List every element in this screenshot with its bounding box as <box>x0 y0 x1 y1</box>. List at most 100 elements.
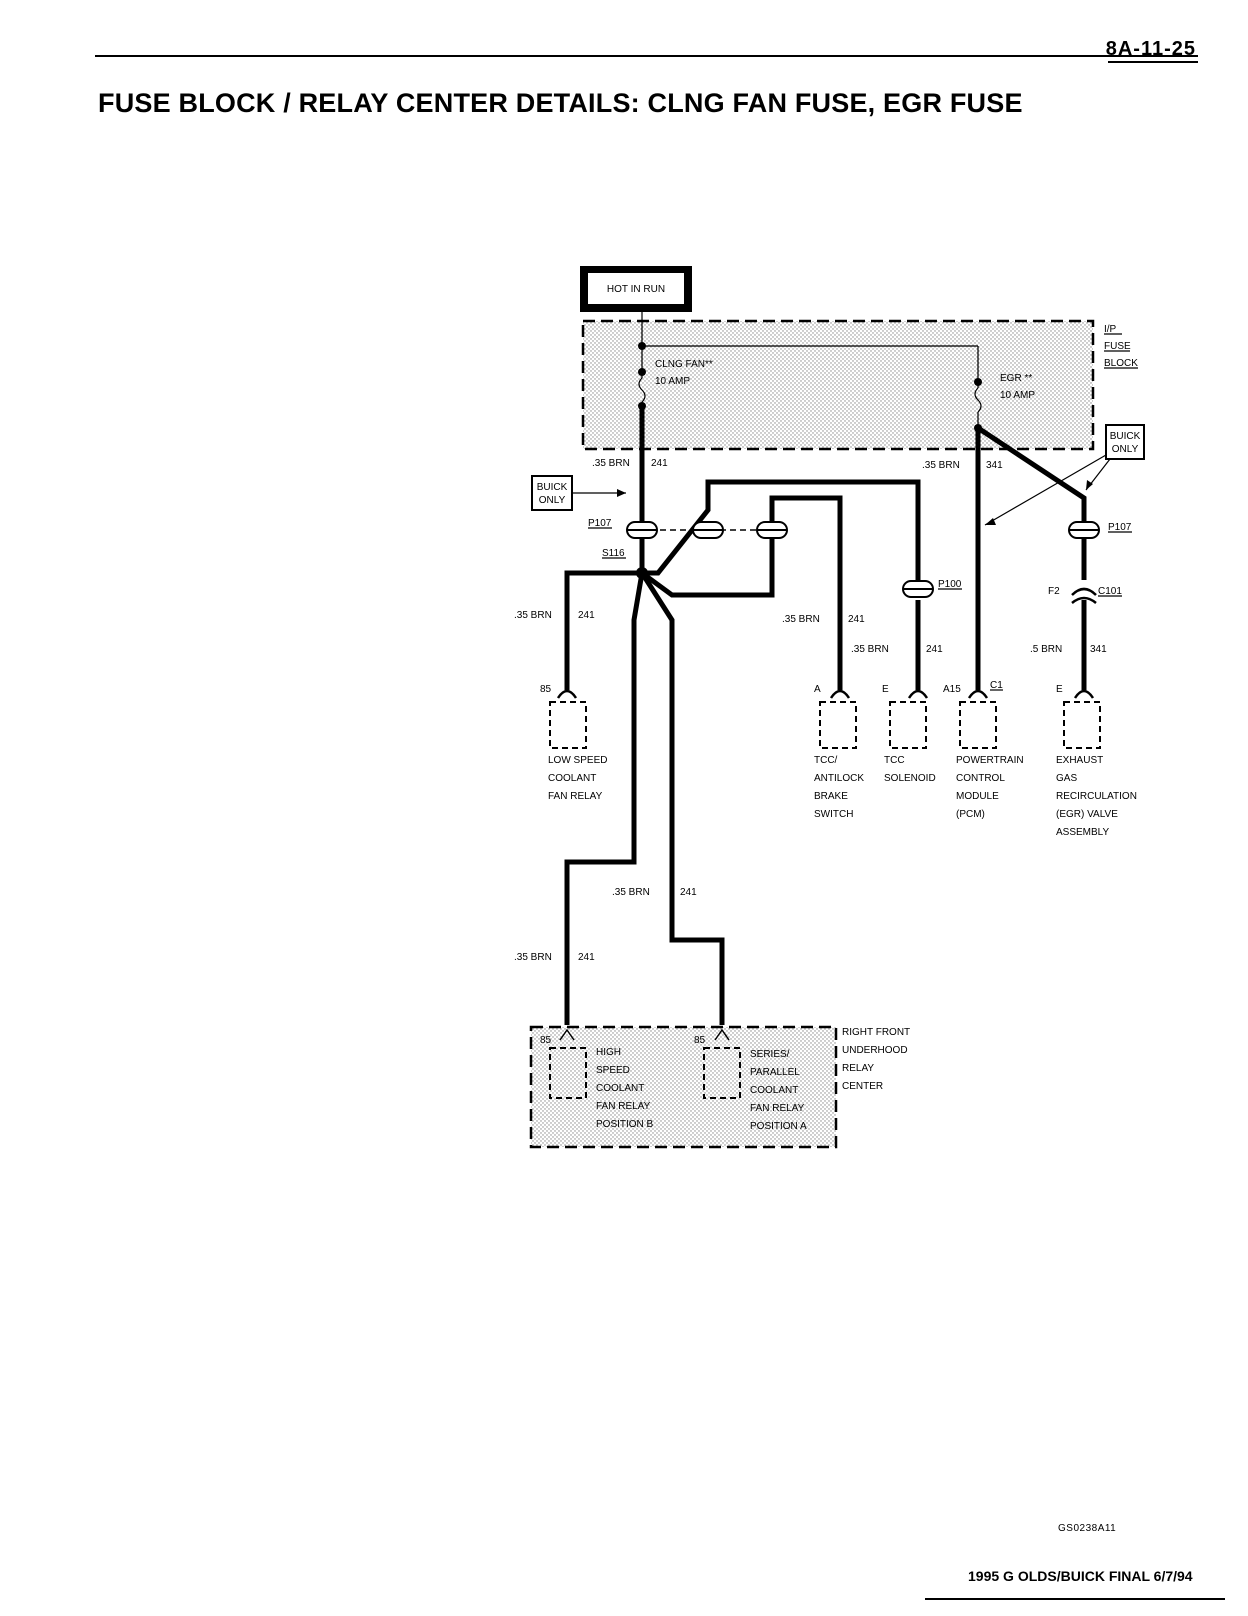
svg-text:.35 BRN: .35 BRN <box>514 952 552 963</box>
svg-text:241: 241 <box>578 952 595 963</box>
fuse-block-label-1: I/P <box>1104 324 1117 335</box>
svg-text:HIGH: HIGH <box>596 1047 621 1058</box>
svg-text:CONTROL: CONTROL <box>956 773 1005 784</box>
svg-text:C101: C101 <box>1098 586 1122 597</box>
hot-in-run-label: HOT IN RUN <box>607 284 665 295</box>
component-low-speed: 85 LOW SPEED COOLANT FAN RELAY <box>540 684 607 802</box>
svg-text:POSITION B: POSITION B <box>596 1119 654 1130</box>
svg-text:.5 BRN: .5 BRN <box>1030 644 1062 655</box>
svg-text:BRAKE: BRAKE <box>814 791 848 802</box>
connector-p107: P107 <box>588 518 788 539</box>
clng-fan-fuse-icon <box>638 377 646 403</box>
svg-text:COOLANT: COOLANT <box>548 773 596 784</box>
splice-s116: S116 <box>602 548 648 579</box>
svg-text:.35 BRN: .35 BRN <box>922 460 960 471</box>
top-rule <box>95 55 1198 57</box>
clng-fan-fuse-rating: 10 AMP <box>655 376 690 387</box>
svg-text:.35 BRN: .35 BRN <box>851 644 889 655</box>
svg-text:POSITION A: POSITION A <box>750 1121 807 1132</box>
svg-text:E: E <box>882 684 889 695</box>
svg-text:COOLANT: COOLANT <box>750 1085 798 1096</box>
svg-text:GAS: GAS <box>1056 773 1077 784</box>
connector-c101: C101 F2 <box>1048 586 1122 604</box>
svg-text:F2: F2 <box>1048 586 1060 597</box>
svg-text:BUICK: BUICK <box>1110 431 1141 442</box>
page-title: FUSE BLOCK / RELAY CENTER DETAILS: CLNG … <box>98 88 1023 118</box>
page-number: 8A-11-25 <box>1105 38 1196 60</box>
svg-text:A: A <box>814 684 821 695</box>
svg-text:MODULE: MODULE <box>956 791 999 802</box>
egr-fuse-rating: 10 AMP <box>1000 390 1035 401</box>
svg-text:241: 241 <box>651 458 668 469</box>
svg-text:241: 241 <box>578 610 595 621</box>
svg-text:EXHAUST: EXHAUST <box>1056 755 1103 766</box>
connector-p100: P100 <box>902 579 962 598</box>
svg-text:CENTER: CENTER <box>842 1081 883 1092</box>
egr-fuse-name: EGR ** <box>1000 373 1032 384</box>
svg-text:85: 85 <box>694 1035 706 1046</box>
svg-text:SERIES/: SERIES/ <box>750 1049 790 1060</box>
svg-text:.35 BRN: .35 BRN <box>592 458 630 469</box>
svg-text:85: 85 <box>540 1035 552 1046</box>
figure-code: GS0238A11 <box>1058 1523 1117 1534</box>
hot-in-run-box: HOT IN RUN <box>580 266 692 312</box>
svg-text:ASSEMBLY: ASSEMBLY <box>1056 827 1109 838</box>
svg-text:ONLY: ONLY <box>1112 444 1139 455</box>
fuse-block: I/P FUSE BLOCK CLNG FAN** 10 AMP EGR ** … <box>581 312 1138 451</box>
svg-text:A15: A15 <box>943 684 961 695</box>
svg-text:BUICK: BUICK <box>537 482 568 493</box>
svg-text:TCC: TCC <box>884 755 905 766</box>
clng-fan-fuse-name: CLNG FAN** <box>655 359 713 370</box>
svg-text:FAN RELAY: FAN RELAY <box>750 1103 805 1114</box>
component-tcc-antilock: A TCC/ ANTILOCK BRAKE SWITCH <box>814 684 864 820</box>
svg-text:S116: S116 <box>602 548 625 559</box>
svg-text:.35 BRN: .35 BRN <box>782 614 820 625</box>
wires <box>564 406 1087 1025</box>
svg-text:241: 241 <box>926 644 943 655</box>
component-series-parallel: 85 SERIES/ PARALLEL COOLANT FAN RELAY PO… <box>694 1028 807 1132</box>
svg-text:FAN RELAY: FAN RELAY <box>596 1101 651 1112</box>
svg-text:POWERTRAIN: POWERTRAIN <box>956 755 1024 766</box>
buick-only-left: BUICK ONLY <box>531 475 626 511</box>
svg-text:P100: P100 <box>938 579 962 590</box>
component-pcm: A15 C1 POWERTRAIN CONTROL MODULE (PCM) <box>943 680 1024 820</box>
svg-text:RELAY: RELAY <box>842 1063 874 1074</box>
fuse-block-label-2: FUSE <box>1104 341 1131 352</box>
svg-text:(PCM): (PCM) <box>956 809 985 820</box>
svg-text:LOW SPEED: LOW SPEED <box>548 755 607 766</box>
svg-text:341: 341 <box>986 460 1003 471</box>
footer-text: 1995 G OLDS/BUICK FINAL 6/7/94 <box>968 1568 1193 1584</box>
svg-text:85: 85 <box>540 684 552 695</box>
relay-center: RIGHT FRONT UNDERHOOD RELAY CENTER <box>529 1025 910 1149</box>
svg-text:SWITCH: SWITCH <box>814 809 853 820</box>
wire-labels: .35 BRN 241 .35 BRN 341 .35 BRN 241 .35 … <box>514 458 1107 963</box>
svg-text:241: 241 <box>848 614 865 625</box>
bottom-rule <box>925 1598 1225 1600</box>
egr-fuse-icon <box>974 387 982 413</box>
buick-only-right: BUICK ONLY <box>984 424 1145 526</box>
component-tcc-solenoid: E TCC SOLENOID <box>882 684 936 784</box>
svg-text:E: E <box>1056 684 1063 695</box>
svg-text:ANTILOCK: ANTILOCK <box>814 773 864 784</box>
svg-text:ONLY: ONLY <box>539 495 566 506</box>
svg-text:RIGHT FRONT: RIGHT FRONT <box>842 1027 910 1038</box>
svg-text:.35 BRN: .35 BRN <box>612 887 650 898</box>
svg-text:SPEED: SPEED <box>596 1065 630 1076</box>
svg-text:SOLENOID: SOLENOID <box>884 773 936 784</box>
component-high-speed: 85 HIGH SPEED COOLANT FAN RELAY POSITION… <box>540 1028 654 1130</box>
svg-text:FAN RELAY: FAN RELAY <box>548 791 603 802</box>
svg-text:PARALLEL: PARALLEL <box>750 1067 800 1078</box>
svg-text:COOLANT: COOLANT <box>596 1083 644 1094</box>
svg-text:P107: P107 <box>588 518 612 529</box>
component-egr: E EXHAUST GAS RECIRCULATION (EGR) VALVE … <box>1056 684 1137 838</box>
svg-text:.35 BRN: .35 BRN <box>514 610 552 621</box>
connector-p107-right: P107 <box>1068 521 1132 539</box>
svg-text:C1: C1 <box>990 680 1003 691</box>
fuse-block-label-3: BLOCK <box>1104 358 1138 369</box>
svg-text:(EGR) VALVE: (EGR) VALVE <box>1056 809 1118 820</box>
top-rule-short <box>1108 61 1198 63</box>
svg-text:TCC/: TCC/ <box>814 755 838 766</box>
svg-text:P107: P107 <box>1108 522 1132 533</box>
svg-text:341: 341 <box>1090 644 1107 655</box>
